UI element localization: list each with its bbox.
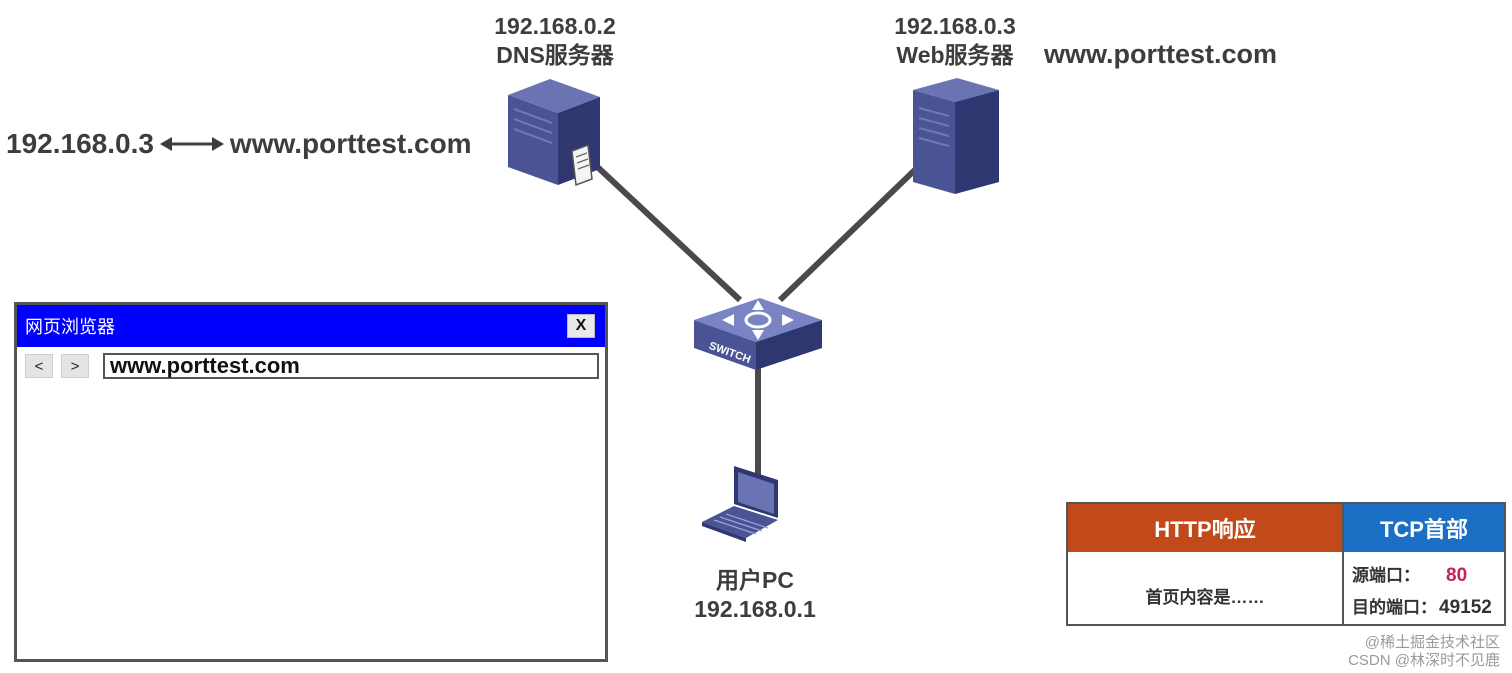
dns-server-label: 192.168.0.2 DNS服务器	[470, 12, 640, 70]
dns-mapping: 192.168.0.3 www.porttest.com	[6, 128, 472, 160]
web-server-domain: www.porttest.com	[1044, 39, 1278, 69]
link-dns-switch	[587, 157, 743, 303]
dns-mapping-domain: www.porttest.com	[229, 128, 472, 159]
dns-server-icon	[508, 79, 600, 187]
source-port-value: 80	[1446, 565, 1468, 586]
source-port-label: 源端口：	[1352, 566, 1420, 585]
watermark-line1: @稀土掘金技术社区	[1364, 634, 1500, 651]
close-button[interactable]: X	[567, 314, 595, 338]
dns-server-name: DNS服务器	[496, 41, 614, 68]
source-port-row: 源端口： 80	[1352, 560, 1504, 592]
back-button[interactable]: <	[25, 354, 53, 378]
http-response-header: HTTP响应	[1068, 504, 1342, 552]
destination-port-value: 49152	[1439, 597, 1492, 618]
user-pc-ip: 192.168.0.1	[694, 595, 816, 622]
laptop-icon	[702, 466, 778, 542]
forward-button[interactable]: >	[61, 354, 89, 378]
web-server-name: Web服务器	[896, 41, 1014, 68]
http-response-body: 首页内容是……	[1145, 587, 1265, 607]
switch-icon: SWITCH	[694, 298, 822, 370]
tcp-header-section: TCP首部 源端口： 80 目的端口：49152	[1344, 504, 1504, 624]
user-pc-label: 用户PC 192.168.0.1	[670, 566, 840, 624]
dns-server-ip: 192.168.0.2	[494, 13, 616, 39]
address-bar[interactable]: www.porttest.com	[103, 353, 599, 379]
tcp-header-fields: 源端口： 80 目的端口：49152	[1344, 552, 1504, 624]
watermark: @稀土掘金技术社区 CSDN @林深时不见鹿	[1348, 634, 1500, 670]
http-response-section: HTTP响应 首页内容是……	[1068, 504, 1344, 624]
link-web-switch	[777, 162, 923, 303]
packet-structure: HTTP响应 首页内容是…… TCP首部 源端口： 80 目的端口：49152	[1066, 502, 1506, 626]
browser-nav-row: < > www.porttest.com	[17, 347, 605, 379]
browser-window: 网页浏览器 X < > www.porttest.com	[14, 302, 608, 662]
browser-titlebar[interactable]: 网页浏览器 X	[17, 305, 605, 347]
double-arrow-icon	[159, 137, 224, 151]
web-server-icon	[913, 78, 999, 194]
destination-port-label: 目的端口：	[1352, 598, 1437, 617]
destination-port-row: 目的端口：49152	[1352, 592, 1504, 624]
web-server-ip: 192.168.0.3	[894, 13, 1016, 39]
web-server-label: 192.168.0.3 Web服务器	[870, 12, 1040, 70]
user-pc-name: 用户PC	[716, 567, 794, 593]
watermark-line2: CSDN @林深时不见鹿	[1348, 652, 1500, 669]
browser-title: 网页浏览器	[25, 317, 115, 337]
dns-mapping-ip: 192.168.0.3	[6, 128, 154, 159]
tcp-header-title: TCP首部	[1344, 504, 1504, 552]
